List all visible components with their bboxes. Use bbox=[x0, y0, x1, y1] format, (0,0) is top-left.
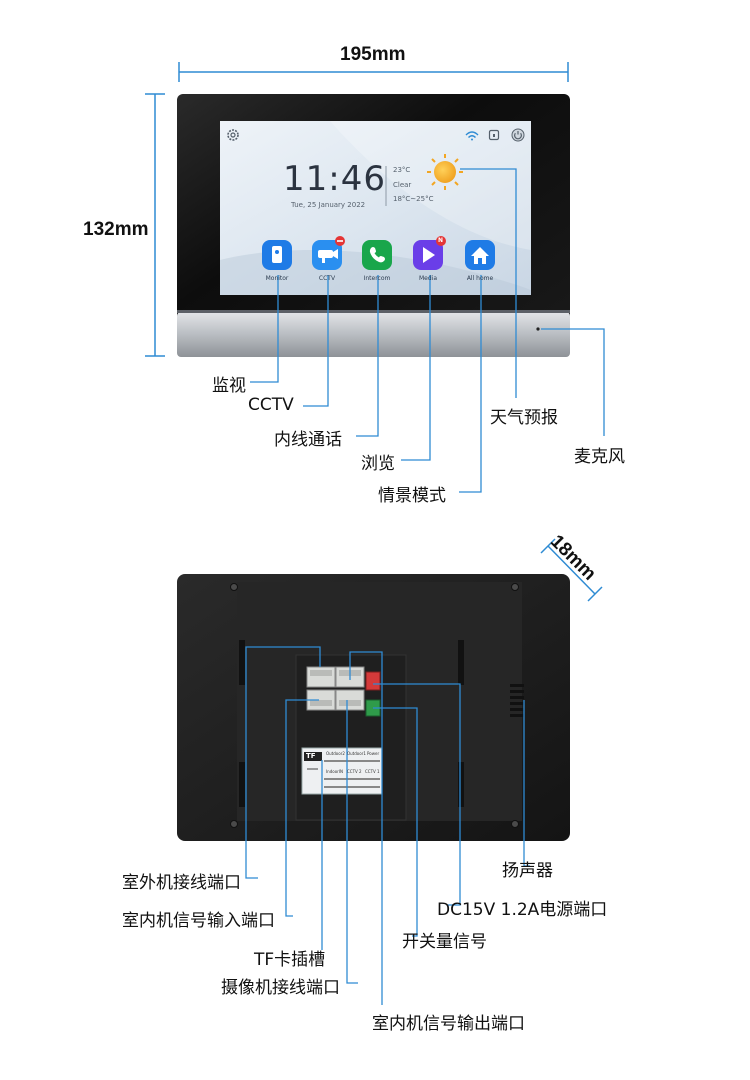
label-power: DC15V 1.2A电源端口 bbox=[437, 900, 608, 920]
notification-badge bbox=[335, 236, 345, 246]
leader-scene bbox=[459, 275, 482, 493]
label-cctv: CCTV bbox=[248, 395, 294, 415]
depth-dimension bbox=[540, 538, 603, 602]
leader-intercom bbox=[356, 275, 379, 437]
front-device bbox=[177, 94, 570, 357]
app-home-label: All home bbox=[466, 275, 494, 282]
label-switch-signal: 开关量信号 bbox=[402, 932, 487, 952]
leader-weather bbox=[460, 168, 517, 398]
width-dimension bbox=[178, 62, 569, 82]
label-scene: 情景模式 bbox=[378, 486, 446, 506]
label-speaker: 扬声器 bbox=[502, 861, 553, 881]
wiring-sticker bbox=[301, 747, 383, 795]
sticker-h2: Power bbox=[367, 751, 380, 756]
front-leader-lines bbox=[250, 168, 605, 493]
weather-temp: 23°C bbox=[393, 166, 411, 174]
mount-slot bbox=[458, 762, 464, 807]
label-weather: 天气预报 bbox=[490, 408, 558, 428]
label-mic: 麦克风 bbox=[574, 447, 625, 467]
media-badge bbox=[436, 236, 446, 246]
sticker-r0: IndoorIN bbox=[326, 769, 343, 774]
weather-range: 18°C~25°C bbox=[393, 195, 434, 203]
label-outdoor-port: 室外机接线端口 bbox=[122, 873, 241, 893]
screw bbox=[511, 583, 519, 591]
leader-outdoor-port bbox=[245, 646, 321, 879]
sticker-r2: CCTV 1 bbox=[365, 769, 380, 774]
sticker-r1: CCTV 2 bbox=[347, 769, 362, 774]
mount-slot bbox=[239, 640, 245, 685]
speaker-grille bbox=[510, 684, 524, 717]
leader-speaker bbox=[523, 700, 530, 867]
width-label: 195mm bbox=[340, 44, 406, 65]
clock-date: Tue, 25 January 2022 bbox=[291, 201, 366, 209]
power-icon[interactable] bbox=[511, 128, 525, 142]
label-indoor-out: 室内机信号输出端口 bbox=[372, 1014, 525, 1034]
screw bbox=[230, 583, 238, 591]
screw bbox=[230, 820, 238, 828]
app-intercom-label: Intercom bbox=[363, 275, 391, 282]
microphone-hole bbox=[536, 327, 540, 331]
app-monitor-label: Monitor bbox=[265, 275, 289, 282]
app-monitor-icon[interactable] bbox=[262, 240, 292, 270]
lock-icon[interactable] bbox=[488, 129, 500, 141]
wifi-icon bbox=[465, 131, 479, 141]
label-intercom: 内线通话 bbox=[274, 430, 342, 450]
sticker-h1: Outdoor1 bbox=[347, 751, 366, 756]
connector-cctv[interactable] bbox=[335, 689, 365, 711]
app-intercom-icon[interactable] bbox=[362, 240, 392, 270]
media-badge-text: N bbox=[438, 237, 444, 244]
connector-outdoor-2[interactable] bbox=[306, 666, 336, 688]
leader-cctv bbox=[303, 275, 329, 407]
height-label: 132mm bbox=[83, 219, 149, 240]
app-home-icon[interactable] bbox=[465, 240, 495, 270]
clock-time: 11:46 bbox=[283, 159, 386, 199]
label-camera-port: 摄像机接线端口 bbox=[221, 978, 340, 998]
leader-switch bbox=[373, 707, 418, 937]
sticker-tf: TF bbox=[306, 752, 316, 760]
leader-power bbox=[373, 683, 461, 906]
app-media-icon[interactable] bbox=[413, 240, 443, 270]
app-cctv-label: CCTV bbox=[318, 275, 336, 282]
back-leader-lines bbox=[245, 646, 530, 1005]
mount-slot bbox=[239, 762, 245, 807]
app-media-label: Media bbox=[418, 275, 438, 282]
weather-condition: Clear bbox=[393, 181, 412, 189]
leader-mic bbox=[541, 328, 605, 436]
sticker-h0: Outdoor2 bbox=[326, 751, 345, 756]
sun-icon bbox=[427, 154, 463, 190]
leader-browse bbox=[401, 275, 431, 461]
gear-icon[interactable] bbox=[227, 129, 239, 141]
label-indoor-in: 室内机信号输入端口 bbox=[122, 911, 275, 931]
leader-indoor-out bbox=[349, 651, 383, 1005]
app-cctv-icon[interactable] bbox=[312, 240, 342, 270]
label-tf-slot: TF卡插槽 bbox=[254, 950, 326, 970]
leader-camera bbox=[346, 700, 358, 984]
leader-indoor-in bbox=[285, 699, 319, 917]
mount-slot bbox=[458, 640, 464, 685]
label-browse: 浏览 bbox=[361, 454, 395, 474]
height-dimension bbox=[145, 93, 165, 357]
label-monitor: 监视 bbox=[212, 376, 246, 396]
leader-monitor bbox=[250, 275, 279, 383]
screw bbox=[511, 820, 519, 828]
